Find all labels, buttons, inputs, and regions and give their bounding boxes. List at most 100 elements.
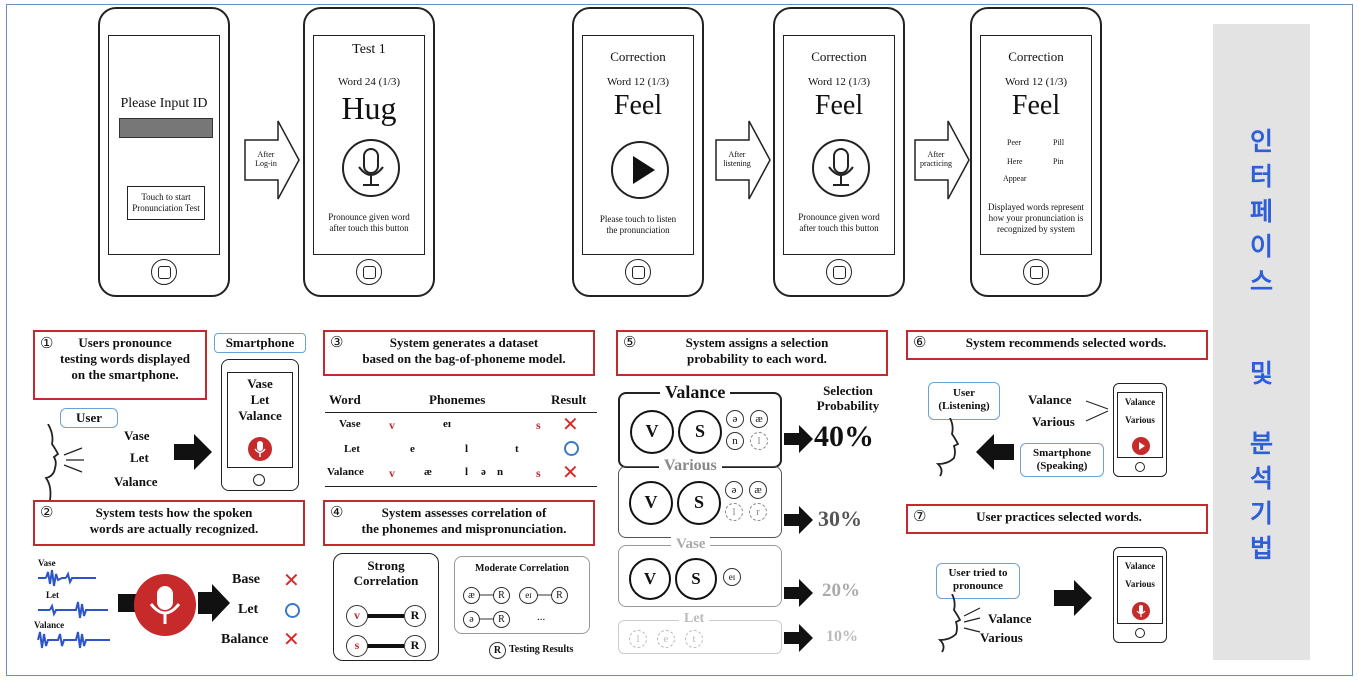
step3-text: System generates a dataset based on the … bbox=[362, 335, 566, 366]
wrong-mark-icon: ✕ bbox=[283, 627, 300, 651]
phone-correction-recognized: Correction Word 12 (1/3) Feel Peer Pill … bbox=[970, 7, 1102, 297]
word-card-title: Let bbox=[679, 611, 710, 627]
step6-text: System recommends selected words. bbox=[965, 335, 1167, 350]
phone-correction-listen: Correction Word 12 (1/3) Feel Please tou… bbox=[572, 7, 704, 297]
listen-instruction: Please touch to listen the pronunciation bbox=[599, 214, 677, 235]
home-button[interactable] bbox=[1023, 259, 1049, 285]
recognized-word: Balance bbox=[221, 632, 269, 647]
ellipsis: ... bbox=[537, 611, 546, 623]
strong-label: Strong Correlation bbox=[353, 558, 419, 588]
phone-test: Test 1 Word 24 (1/3) Hug Pronounce given… bbox=[303, 7, 435, 297]
arrow-shape bbox=[914, 120, 970, 200]
step1-word: Valance bbox=[114, 474, 158, 489]
step4-box: ④ System assesses correlation of the pho… bbox=[323, 500, 595, 546]
side-title-char: 인 bbox=[1249, 127, 1273, 156]
side-title-char: 법 bbox=[1249, 534, 1273, 563]
phone-word: Various bbox=[1125, 415, 1155, 425]
home-button[interactable] bbox=[625, 259, 651, 285]
step1-word: Vase bbox=[124, 428, 150, 443]
step6-box: ⑥ System recommends selected words. bbox=[906, 330, 1208, 360]
phoneme-small: æ bbox=[749, 481, 767, 499]
wrong-mark-icon: ✕ bbox=[283, 568, 300, 592]
test-title: Test 1 bbox=[352, 42, 386, 57]
home-button[interactable] bbox=[151, 259, 177, 285]
step7-phone: Valance Various bbox=[1113, 547, 1167, 643]
correct-mark-icon bbox=[564, 441, 579, 456]
step1-phone-words: Vase Let Valance bbox=[238, 376, 282, 423]
phoneme-cell: e bbox=[410, 443, 415, 455]
mic-badge[interactable] bbox=[1132, 602, 1150, 620]
phoneme-small: n bbox=[726, 432, 744, 450]
mic-button[interactable] bbox=[812, 139, 870, 197]
phoneme-node: ə bbox=[463, 611, 480, 628]
phoneme-circle: V bbox=[629, 481, 673, 525]
row-word: Valance bbox=[327, 466, 364, 478]
arrow-label: After practicing bbox=[920, 150, 952, 168]
step1-word: Let bbox=[130, 450, 149, 465]
side-title-char: 스 bbox=[1249, 267, 1273, 296]
phoneme-small: ə bbox=[726, 410, 744, 428]
practice-word: Valance bbox=[988, 611, 1032, 626]
step6-user-label: User (Listening) bbox=[928, 382, 1000, 420]
col-header-result: Result bbox=[551, 392, 587, 407]
phone-word: Valance bbox=[1124, 397, 1156, 407]
phoneme-node: æ bbox=[463, 587, 480, 604]
flow-arrow-after-login: After Log-in bbox=[244, 120, 300, 200]
probability-value: 30% bbox=[818, 506, 862, 531]
candidate-word: Appear bbox=[1003, 174, 1027, 183]
legend-node: R bbox=[489, 642, 506, 659]
step3-number: ③ bbox=[330, 335, 344, 351]
right-arrow-icon bbox=[1054, 580, 1092, 616]
recognition-note: Displayed words represent how your pronu… bbox=[988, 202, 1084, 234]
microphone-icon bbox=[358, 148, 384, 186]
play-badge[interactable] bbox=[1132, 437, 1150, 455]
phoneme-cell: t bbox=[515, 443, 519, 455]
phoneme-small: eɪ bbox=[723, 568, 741, 586]
correction-title: Correction bbox=[811, 49, 867, 64]
arrow-shape bbox=[244, 120, 300, 200]
phone-correction-practice: Correction Word 12 (1/3) Feel Pronounce … bbox=[773, 7, 905, 297]
phoneme-small: t bbox=[685, 630, 703, 648]
id-input-field[interactable] bbox=[119, 118, 213, 138]
microphone-icon bbox=[254, 441, 266, 457]
side-title-panel: 인 터 페 이 스 및 분 석 기 법 bbox=[1213, 24, 1310, 660]
phoneme-node: s bbox=[346, 635, 368, 657]
wave-label: Let bbox=[46, 590, 59, 600]
waveform-icon bbox=[37, 569, 110, 649]
correction-word: Feel bbox=[814, 90, 864, 121]
home-button[interactable] bbox=[356, 259, 382, 285]
col-header-word: Word bbox=[329, 392, 361, 407]
wrong-mark-icon: ✕ bbox=[562, 460, 579, 484]
side-title-char: 터 bbox=[1249, 162, 1273, 191]
step1-number: ① bbox=[40, 336, 54, 352]
step1-phone-screen: Vase Let Valance bbox=[227, 372, 293, 468]
col-header-phonemes: Phonemes bbox=[429, 392, 486, 407]
side-title-char: 및 bbox=[1249, 359, 1273, 388]
step2-number: ② bbox=[40, 505, 54, 521]
phoneme-cell: n bbox=[497, 466, 504, 478]
phoneme-small: ə bbox=[725, 481, 743, 499]
phoneme-cell: l bbox=[465, 466, 469, 478]
word-card-title: Valance bbox=[660, 382, 731, 403]
recommended-word: Various bbox=[1032, 414, 1075, 429]
step4-text: System assesses correlation of the phone… bbox=[361, 505, 567, 536]
phoneme-circle: S bbox=[675, 558, 717, 600]
mic-button[interactable] bbox=[342, 139, 400, 197]
arrow-label: After listening bbox=[723, 150, 751, 168]
home-button bbox=[253, 474, 265, 486]
phoneme-cell: æ bbox=[424, 466, 432, 478]
home-button[interactable] bbox=[826, 259, 852, 285]
word-card-various: Various V S ə æ l r bbox=[618, 457, 782, 538]
word-counter: Word 12 (1/3) bbox=[807, 76, 871, 88]
phone-screen: Valance Various bbox=[1117, 556, 1163, 624]
test-word: Hug bbox=[341, 90, 397, 126]
result-node: R bbox=[493, 611, 510, 628]
play-button[interactable] bbox=[611, 141, 669, 199]
play-icon bbox=[633, 156, 655, 184]
figure-frame bbox=[6, 4, 1353, 676]
moderate-label: Moderate Correlation bbox=[475, 563, 569, 574]
start-test-button[interactable]: Touch to start Pronunciation Test bbox=[127, 186, 205, 220]
dataset-table: Word Phonemes Result Vase v eɪ s ✕ Let e… bbox=[325, 386, 597, 490]
left-arrow-icon bbox=[976, 434, 1014, 470]
word-card-valance: Valance V S ə æ n l bbox=[618, 382, 782, 468]
